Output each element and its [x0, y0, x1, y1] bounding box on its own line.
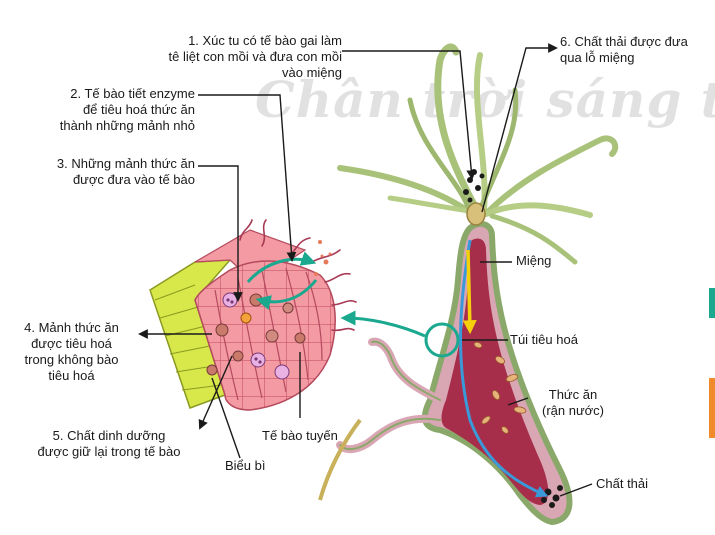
hydra-bud	[336, 337, 444, 454]
label-gastric-cavity: Túi tiêu hoá	[510, 332, 578, 347]
food-flow-arrow	[459, 239, 549, 498]
uptake-arrow	[255, 279, 318, 310]
label-gland-cell: Tế bào tuyến	[262, 428, 338, 443]
edge-fragment-orange	[699, 378, 715, 438]
zoom-arrow	[340, 310, 426, 338]
food-particles	[473, 341, 527, 434]
label-food: Thức ăn(rận nước)	[541, 387, 605, 418]
hydra-tentacles	[337, 43, 619, 265]
label-epidermis: Biểu bì	[225, 458, 266, 473]
tissue-block	[149, 219, 357, 411]
enzyme-arrow	[246, 251, 317, 283]
hydra-bud-outline	[339, 340, 441, 451]
edge-fragment-green	[699, 288, 715, 318]
mouth-bulb	[466, 202, 486, 226]
label-mouth: Miệng	[516, 253, 552, 268]
hydra-stalk	[318, 418, 362, 501]
pointer-lines	[138, 43, 593, 497]
waste-flow-arrow	[462, 249, 477, 335]
zoom-circle	[424, 322, 460, 358]
external-food-bits	[314, 240, 332, 276]
watermark: Chân trời sáng tạo	[255, 70, 715, 129]
label-waste: Chất thải	[596, 476, 649, 491]
